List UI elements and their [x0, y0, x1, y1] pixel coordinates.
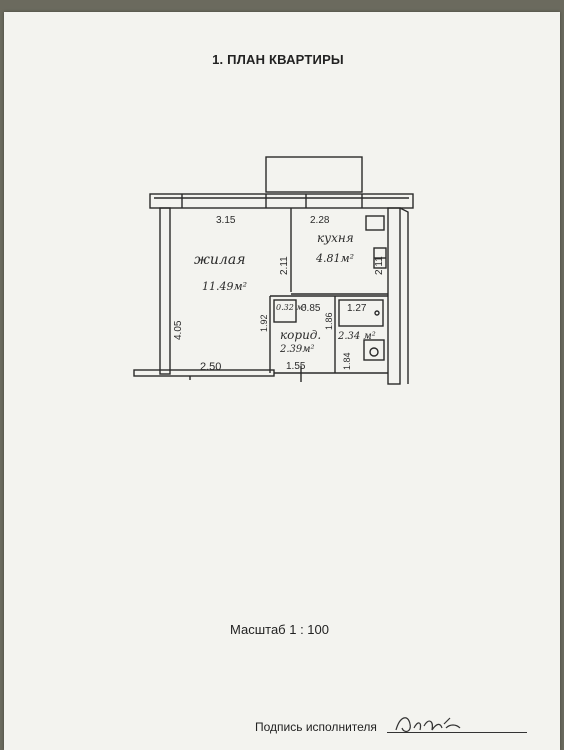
right-wall	[387, 207, 401, 385]
top-wall	[149, 193, 414, 209]
bathtub	[338, 299, 384, 327]
toilet	[363, 339, 385, 361]
corridor-label: корид.	[280, 328, 321, 342]
scale-label: Масштаб 1 : 100	[230, 622, 329, 637]
dim-bath-width: 1.27	[347, 303, 367, 314]
dim-living-bottom: 2.50	[200, 361, 221, 373]
signature-label: Подпись исполнителя	[255, 720, 377, 734]
dim-living-top: 3.15	[216, 215, 236, 226]
dim-corridor-bottom: 1.55	[286, 361, 306, 372]
dim-living-left: 4.05	[173, 320, 184, 340]
page-title: 1. ПЛАН КВАРТИРЫ	[212, 52, 344, 67]
kitchen-label: кухня	[317, 231, 354, 245]
balcony-outline	[265, 156, 363, 193]
corridor-area: 2.39м²	[279, 344, 315, 355]
floor-plan: жилая 11.49м² кухня 4.81м² корид. 2.39м²…	[133, 156, 414, 385]
closet-outline	[273, 299, 297, 323]
signature-mark	[395, 717, 461, 733]
dim-bath-height: 1.84	[342, 352, 352, 370]
dim-living-right: 2.11	[279, 256, 290, 275]
signature-line	[387, 732, 527, 733]
dim-corridor-mid: 1.86	[324, 312, 334, 330]
kitchen-sink	[365, 215, 385, 231]
document-sheet	[4, 12, 560, 750]
dim-kitchen-right: 2.11	[374, 256, 385, 275]
left-wall	[159, 207, 171, 375]
dim-closet-width: 0.85	[301, 303, 321, 314]
closet-area: 0.32 м²	[276, 303, 306, 312]
living-room-area: 11.49м²	[202, 280, 247, 293]
bathroom-area: 2.34 м²	[337, 331, 376, 342]
dim-corridor-left: 1.92	[259, 314, 269, 332]
kitchen-area: 4.81м²	[315, 252, 354, 265]
living-room-label: жилая	[194, 252, 245, 268]
dim-kitchen-top: 2.28	[310, 215, 330, 226]
